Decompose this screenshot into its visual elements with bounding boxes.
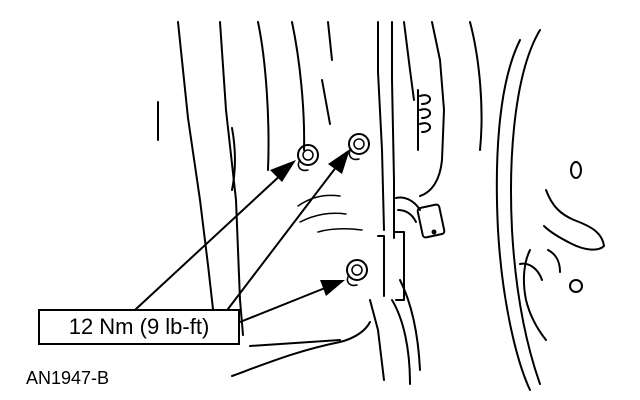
figure-id-label: AN1947-B — [26, 368, 110, 388]
lower-panel-edge — [231, 321, 371, 377]
bolt-icon — [297, 144, 319, 172]
bolt-icon — [348, 133, 370, 161]
body-panel-outline — [419, 21, 605, 391]
hinge-knuckles — [417, 89, 431, 151]
wire-connector — [395, 196, 446, 239]
door-panel-outline — [157, 21, 333, 336]
hinge-bracket — [297, 21, 421, 385]
torque-callout-label: 12 Nm (9 lb-ft) — [38, 309, 240, 345]
bolt-icon — [346, 259, 368, 287]
leader-arrows — [135, 149, 350, 323]
